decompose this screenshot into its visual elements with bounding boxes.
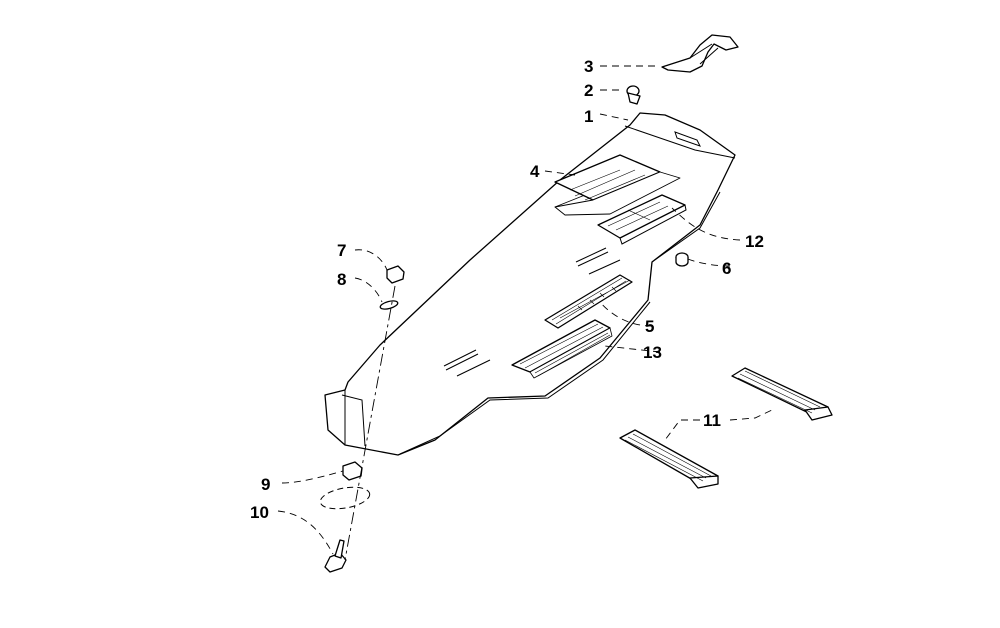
callout-4: 4 (530, 162, 540, 181)
callout-12: 12 (745, 232, 764, 251)
callout-10: 10 (250, 503, 269, 522)
decal-4 (554, 154, 681, 216)
callout-11: 11 (703, 411, 721, 430)
part-7-nut (386, 265, 405, 284)
part-11-strips (619, 367, 833, 489)
callout-7: 7 (337, 241, 346, 260)
callout-5: 5 (645, 317, 654, 336)
callout-1: 1 (584, 107, 593, 126)
part-3-bracket (661, 34, 739, 73)
callout-3: 3 (584, 57, 593, 76)
callout-8: 8 (337, 270, 346, 289)
decal-5 (544, 274, 633, 329)
callout-2: 2 (584, 81, 593, 100)
leader-lines (277, 65, 773, 555)
callout-labels: 1 2 3 4 5 6 7 8 9 10 11 12 13 (250, 57, 764, 522)
fastener-axis (344, 285, 396, 561)
decal-12 (597, 194, 687, 245)
decal-13 (511, 319, 613, 379)
callout-6: 6 (722, 259, 731, 278)
part-8-washer (379, 300, 399, 310)
callout-13: 13 (643, 343, 662, 362)
part-9-spacer (342, 461, 363, 481)
part-10-bolt (319, 486, 371, 573)
callout-9: 9 (261, 475, 270, 494)
part-2-plug (626, 85, 641, 105)
part-6-grommet (675, 252, 689, 267)
